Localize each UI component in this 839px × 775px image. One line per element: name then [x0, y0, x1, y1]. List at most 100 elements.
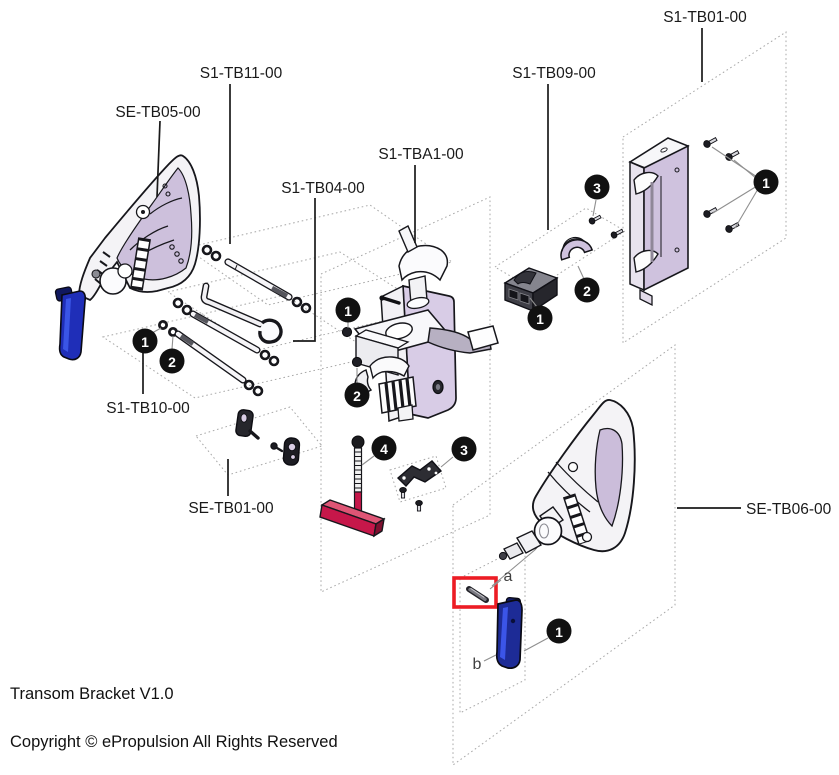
callout-badge: 4: [371, 435, 397, 461]
shaft-segment-2: [503, 542, 524, 560]
rod-hook-core: [201, 284, 262, 326]
tilt-lock-handle-blue: [54, 286, 87, 361]
tbar-threads: [354, 451, 362, 489]
clamp-block-side: [532, 276, 558, 313]
bracket-hole-top: [674, 167, 680, 173]
clamp-block-hole-1: [508, 288, 519, 301]
mount-clip-leg: [248, 429, 260, 440]
callout-number: 2: [583, 283, 591, 299]
part-s1-tb11-rod-set: [201, 244, 312, 314]
tbar-bar-end: [373, 517, 385, 538]
label-leader-lines: [142, 28, 741, 509]
panel-bracket-screws: [389, 455, 447, 503]
part-number-labels: SE-TB05-00 S1-TB11-00 S1-TB04-00 S1-TBA1…: [106, 9, 831, 518]
callout-number: 1: [762, 175, 770, 191]
pivot-bolt: [91, 269, 101, 279]
handle-highlight: [63, 298, 71, 352]
leader-s1-tb04: [293, 198, 316, 342]
rod-shackle-end: [258, 318, 283, 344]
bracket-top-slot: [660, 147, 668, 153]
keeper-plate-hole-top: [287, 442, 296, 451]
tbar-rod-lower: [353, 491, 363, 512]
bracket-screw-2: [415, 500, 423, 512]
callout-number: 2: [353, 388, 361, 404]
o-ring: [210, 250, 222, 262]
letter-a: a: [504, 568, 513, 585]
part-s1-tb04-bent-rod: [200, 282, 283, 344]
callout-badge: 2: [344, 382, 370, 408]
callout-badge: 1: [753, 169, 779, 195]
o-ring: [300, 302, 312, 314]
panel-se-tb01: [195, 406, 323, 476]
bracket-arch-top: [633, 171, 659, 195]
mount-clip-slot: [240, 413, 248, 423]
lower-jaw: [369, 356, 410, 380]
callout-badge: 3: [451, 436, 477, 462]
callout-badge: 2: [574, 277, 600, 303]
panel-s1-tb11: [184, 204, 454, 306]
part-lock-handle-blue: [495, 596, 523, 670]
mount-pivot-inner: [538, 523, 550, 539]
fin-hole-2: [174, 251, 180, 257]
transom-rod-lower: [174, 330, 247, 384]
side-pin: [381, 296, 401, 305]
item-letters: a b: [473, 568, 513, 673]
transom-rod-upper: [189, 310, 261, 354]
callout-badge: 1: [132, 328, 158, 354]
fin2-arc-1: [547, 471, 591, 513]
top-clamp-saddle: [398, 244, 449, 282]
fin2-zebra-strip: [562, 493, 591, 545]
post-collar: [406, 296, 430, 310]
keeper-plate: [282, 437, 301, 466]
callout-number: 3: [593, 180, 601, 196]
bracket-hole: [434, 471, 438, 475]
bracket-screw-1: [399, 487, 407, 499]
callout-badge: 1: [335, 297, 361, 323]
shaft-segment-1: [516, 530, 542, 554]
base-tab: [397, 404, 414, 422]
shaft-tip: [498, 551, 508, 561]
highlight-box: [452, 576, 498, 609]
hex-nut-callout-2: [351, 356, 363, 368]
clamp-block-notch: [513, 271, 537, 285]
part-clamp-tbar-screw: [319, 435, 386, 538]
fin-hole-4: [162, 183, 168, 189]
part-se-tb05-bracket-arm: [54, 154, 201, 361]
o-ring: [243, 379, 255, 391]
part-se-tb06-bracket-arm: [498, 399, 636, 561]
fin2-lavender-window: [594, 427, 624, 528]
part-se-tb01-fittings: [235, 409, 301, 466]
fin-hole-3: [178, 258, 184, 264]
label-se-tb05: SE-TB05-00: [115, 104, 201, 121]
callout-number: 1: [555, 624, 563, 640]
bracket-hole-bottom: [674, 247, 680, 253]
label-se-tb01: SE-TB01-00: [188, 500, 274, 517]
clamp-screw-1: [588, 214, 602, 225]
lock-handle-body: [495, 599, 523, 670]
angle-bracket-plate: [396, 460, 443, 488]
top-clamp-prong: [398, 225, 418, 253]
callout-number: 2: [168, 354, 176, 370]
tbar-top-knob: [351, 435, 365, 449]
side-knob-center: [435, 384, 441, 390]
label-s1-tb11: S1-TB11-00: [200, 65, 283, 82]
shear-pin-body: [468, 587, 487, 601]
fin2-hole-lower: [581, 531, 593, 543]
part-s1-tb10-rod-set: [157, 297, 280, 397]
keeper-plate-hole-bottom: [290, 454, 296, 460]
fin-pivot-dot: [141, 210, 145, 214]
fin-hole-5: [165, 191, 171, 197]
bracket-hole: [427, 467, 431, 471]
arm-hatch-marks: [94, 251, 111, 285]
fin-arc-detail-1: [129, 225, 169, 251]
o-ring: [172, 297, 184, 309]
callout-badge: 1: [527, 305, 553, 331]
callout-badge: 2: [159, 348, 185, 374]
part-s1-tba1-assembly: [341, 225, 499, 423]
striped-block-stripes: [384, 378, 412, 412]
o-ring: [268, 355, 280, 367]
part-shear-pin: [466, 586, 489, 603]
swing-arm-flag: [467, 325, 499, 351]
o-ring: [259, 349, 271, 361]
